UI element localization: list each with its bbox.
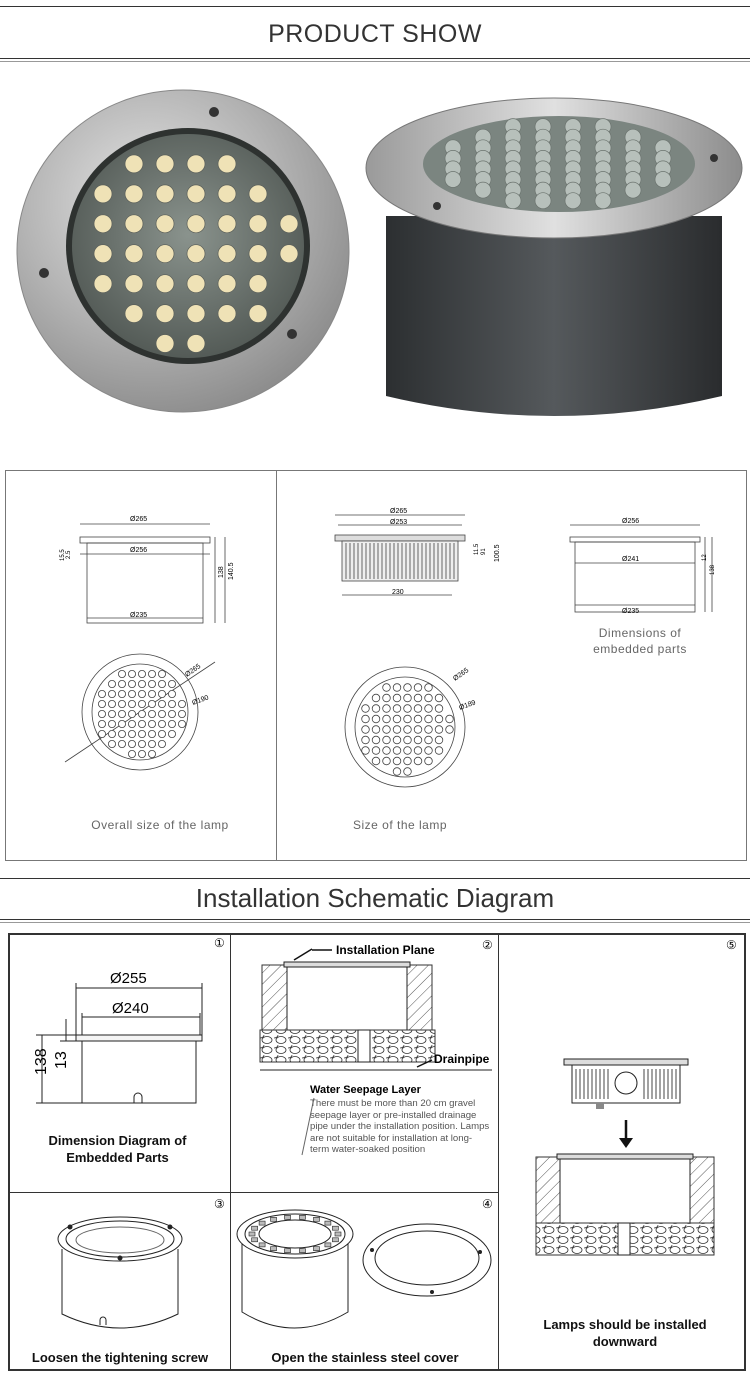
dim-label: Ø256 — [130, 547, 147, 554]
dim-label: Ø240 — [112, 1000, 149, 1017]
step3-caption: Loosen the tightening screw — [31, 1350, 209, 1365]
step1-caption: Dimension Diagram of Embedded Parts — [48, 1133, 187, 1165]
dim-label: 230 — [392, 589, 404, 596]
dim-label: Ø235 — [622, 608, 639, 615]
step-number: ② — [482, 938, 493, 952]
screw-icon — [433, 202, 441, 210]
step1-diagram: ① Ø255 Ø240 138 13 — [33, 936, 225, 1104]
product-show-title: PRODUCT SHOW — [268, 20, 482, 48]
overall-size-caption: Overall size of the lamp — [91, 818, 229, 832]
screw-icon — [430, 1290, 434, 1294]
led-array — [444, 118, 672, 210]
embedded-parts-caption: Dimensions of embedded parts — [593, 626, 687, 656]
dim-label: Ø255 — [110, 970, 147, 987]
dim-label: 12 — [702, 554, 708, 561]
seepage-layer-text: There must be more than 20 cm gravel see… — [310, 1098, 490, 1155]
dim-label: Ø190 — [191, 694, 210, 706]
dim-label: 138 — [33, 1048, 50, 1075]
product-photo-side-view — [365, 97, 743, 416]
dim-label: 2.5 — [66, 550, 72, 559]
screw-icon — [39, 268, 49, 278]
down-arrow-icon — [619, 1138, 633, 1148]
step-number: ⑤ — [726, 938, 737, 952]
dim-label: Ø235 — [130, 612, 147, 619]
dimension-drawings-panel — [5, 470, 747, 861]
screw-icon — [117, 1255, 123, 1261]
drainpipe-label: Drainpipe — [434, 1052, 490, 1066]
screw-icon — [287, 329, 297, 339]
screw-icon — [370, 1248, 374, 1252]
dim-label: 13 — [53, 1051, 70, 1069]
step-number: ① — [214, 936, 225, 950]
dim-label: Ø189 — [458, 699, 477, 711]
step2-diagram: ② Installation Plane Drainpipe Water See… — [259, 938, 493, 1156]
dim-label: 15.5 — [60, 549, 66, 561]
screw-icon — [710, 154, 718, 162]
dim-label: Ø265 — [130, 516, 147, 523]
screw-icon — [67, 1224, 73, 1230]
dim-label: 100.5 — [494, 544, 501, 562]
step4-caption: Open the stainless steel cover — [271, 1350, 459, 1365]
dim-label: Ø265 — [390, 508, 407, 515]
dim-label: 91 — [481, 548, 487, 555]
embedded-parts-drawing: Ø256 Ø241 Ø235 12 138 — [569, 518, 716, 615]
installation-title: Installation Schematic Diagram — [195, 883, 555, 913]
screw-icon — [209, 107, 219, 117]
overall-size-drawing: Ø265 Ø256 Ø235 15.5 2.5 138 140.5 Ø265 Ø… — [60, 516, 235, 771]
installation-plane-label: Installation Plane — [336, 943, 435, 957]
installation-panel — [8, 933, 746, 1371]
step5-diagram: ⑤ — [535, 938, 737, 1256]
screw-icon — [478, 1250, 482, 1254]
lamp-size-caption: Size of the lamp — [352, 818, 448, 832]
dim-label: Ø265 — [452, 667, 470, 683]
dim-label: Ø241 — [622, 556, 639, 563]
dim-label: Ø256 — [622, 518, 639, 525]
seepage-layer-label: Water Seepage Layer — [310, 1084, 422, 1096]
dim-label: 140.5 — [228, 562, 235, 580]
dim-label: 138 — [710, 564, 716, 575]
step4-diagram: ④ — [236, 1197, 493, 1329]
product-photo-top-view — [16, 89, 350, 413]
screw-icon — [167, 1224, 173, 1230]
step5-caption: Lamps should be installed downward — [543, 1317, 707, 1349]
step-number: ④ — [482, 1197, 493, 1211]
dim-label: Ø253 — [390, 519, 407, 526]
dim-label: 11.5 — [474, 543, 480, 555]
step-number: ③ — [214, 1197, 225, 1211]
dim-label: 138 — [218, 566, 225, 578]
led-array — [93, 154, 299, 353]
step3-diagram: ③ — [57, 1197, 225, 1329]
lamp-size-drawing: Ø265 Ø253 230 11.5 91 100.5 Ø265 Ø189 — [334, 508, 501, 788]
